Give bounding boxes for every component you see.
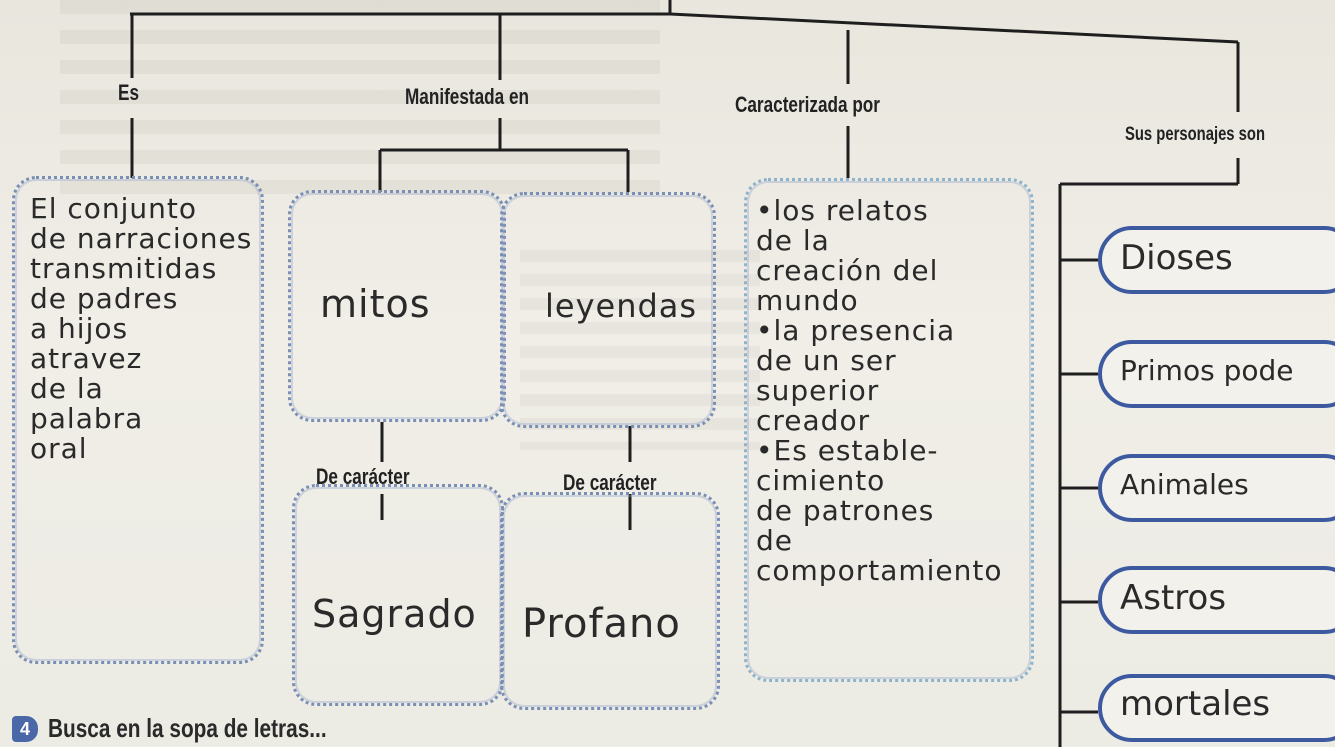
pill-mortales bbox=[1098, 674, 1335, 742]
caracteristicas-text: •los relatos de la creación del mundo •l… bbox=[756, 194, 1003, 587]
pill-animales bbox=[1098, 454, 1335, 522]
leyendas-box bbox=[500, 192, 716, 428]
label-caracterizada: Caracterizada por bbox=[735, 92, 880, 117]
mitos-text: mitos bbox=[320, 282, 431, 326]
label-es: Es bbox=[118, 80, 139, 105]
personaje-astros: Astros bbox=[1120, 578, 1227, 618]
pill-dioses bbox=[1098, 226, 1335, 294]
definition-text: El conjunto de narraciones transmitidas … bbox=[30, 192, 253, 465]
personaje-primos: Primos pode bbox=[1120, 354, 1294, 387]
exercise-instruction: Busca en la sopa de letras... bbox=[48, 713, 327, 743]
exercise-number-badge: 4 bbox=[12, 716, 38, 742]
leyendas-text: leyendas bbox=[545, 287, 698, 325]
personaje-mortales: mortales bbox=[1120, 684, 1271, 724]
background-print-2 bbox=[520, 250, 760, 450]
label-manifestada: Manifestada en bbox=[405, 84, 529, 109]
profano-box bbox=[500, 492, 720, 710]
label-personajes: Sus personajes son bbox=[1125, 124, 1266, 145]
pill-astros bbox=[1098, 566, 1335, 634]
mitos-box bbox=[288, 190, 506, 422]
sagrado-text: Sagrado bbox=[312, 592, 477, 636]
caracteristicas-box bbox=[744, 178, 1034, 682]
pill-primos bbox=[1098, 340, 1335, 408]
profano-text: Profano bbox=[522, 601, 681, 647]
label-caracter-profano: De carácter bbox=[563, 470, 657, 495]
personaje-animales: Animales bbox=[1120, 468, 1249, 501]
definition-box bbox=[12, 176, 264, 664]
personaje-dioses: Dioses bbox=[1120, 238, 1233, 278]
background-print bbox=[60, 0, 660, 200]
